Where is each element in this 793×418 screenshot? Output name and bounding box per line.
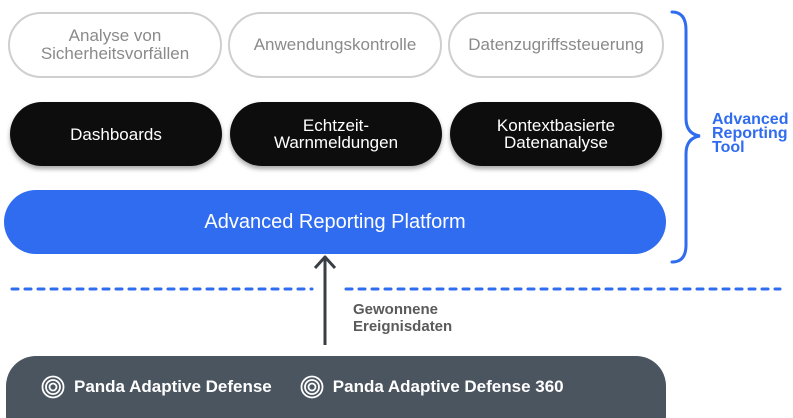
grouping-brace: [670, 10, 701, 264]
pill-line: Sicherheitsvorfällen: [40, 44, 190, 63]
pill-application-control: Anwendungskontrolle: [228, 12, 442, 78]
pill-line: Warnmeldungen: [273, 133, 399, 152]
pill-incident-analysis: Analyse von Sicherheitsvorfällen: [8, 12, 222, 78]
panda-logo-icon: [300, 375, 324, 399]
arrow-head: [313, 255, 337, 270]
pill-data-access-control: Datenzugriffssteuerung: [448, 12, 664, 78]
events-label-line: Ereignisdaten: [353, 318, 453, 335]
pill-line: Echtzeit-: [302, 116, 370, 135]
product-adaptive-defense: Panda Adaptive Defense: [41, 375, 272, 399]
pill-dashboards: Dashboards: [10, 102, 222, 166]
advanced-reporting-platform-bar: Advanced Reporting Platform: [4, 190, 666, 254]
pill-line: Kontextbasierte: [496, 116, 616, 135]
pill-line: Datenzugriffssteuerung: [468, 35, 644, 54]
pill-line: Analyse von: [68, 26, 162, 45]
product-bar: Panda Adaptive Defense Panda Adaptive De…: [6, 356, 666, 418]
pill-line: Anwendungskontrolle: [253, 35, 417, 54]
events-label-line: Gewonnene: [353, 301, 439, 318]
pill-realtime-alerts: Echtzeit- Warnmeldungen: [230, 102, 442, 166]
event-data-label: Gewonnene Ereignisdaten: [353, 301, 452, 335]
panda-logo-icon: [41, 375, 65, 399]
product-adaptive-defense-360: Panda Adaptive Defense 360: [300, 375, 564, 399]
side-label-line: Tool: [712, 139, 745, 156]
product-name: Panda Adaptive Defense: [74, 377, 272, 396]
pill-line: Datenanalyse: [504, 133, 608, 152]
platform-label: Advanced Reporting Platform: [204, 210, 466, 233]
pill-contextual-analysis: Kontextbasierte Datenanalyse: [450, 102, 662, 166]
advanced-reporting-tool-label: Advanced Reporting Tool: [712, 111, 789, 156]
pill-line: Dashboards: [70, 124, 162, 144]
side-label-line: Reporting: [712, 125, 788, 142]
side-label-line: Advanced: [712, 111, 789, 128]
product-name: Panda Adaptive Defense 360: [332, 377, 564, 396]
